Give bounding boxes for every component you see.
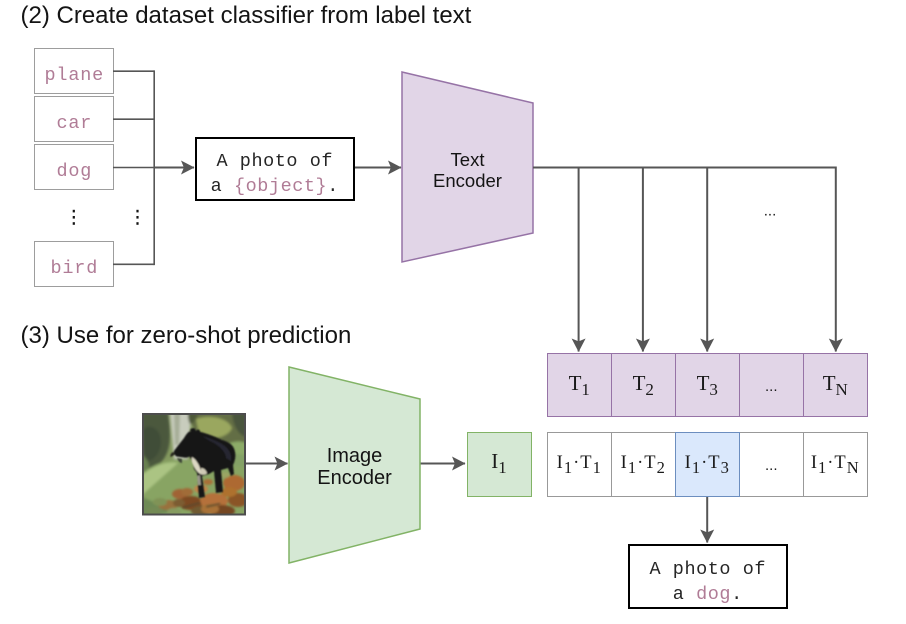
svg-text:...: ... (764, 203, 777, 220)
